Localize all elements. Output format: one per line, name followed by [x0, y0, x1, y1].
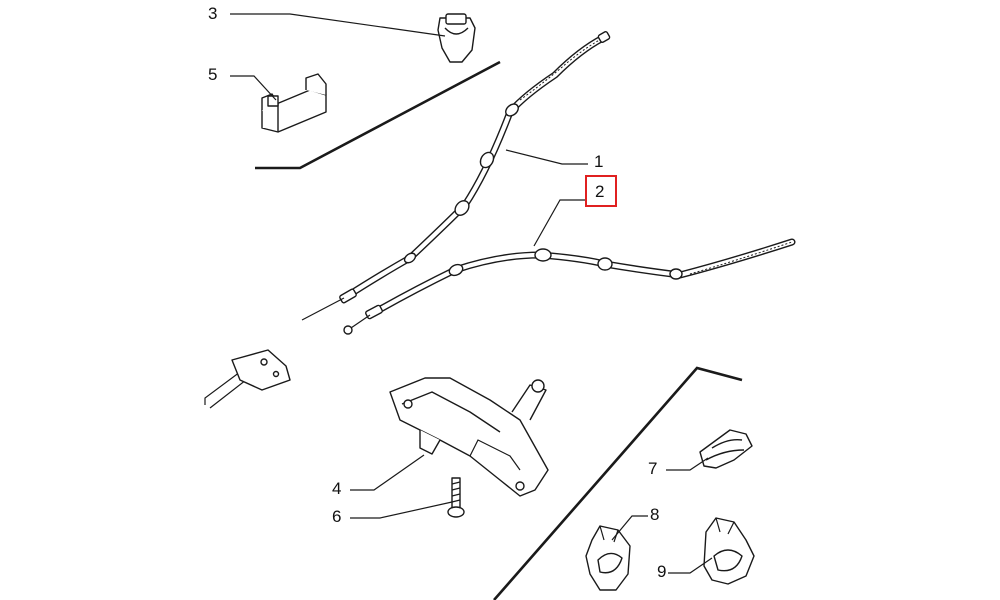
part-3-clip — [437, 13, 476, 63]
part-8-clamp — [585, 525, 631, 591]
callout-9: 9 — [657, 562, 667, 581]
part-2-cable — [343, 238, 796, 335]
leader-1 — [505, 149, 588, 165]
callout-7: 7 — [648, 459, 658, 478]
leader-8 — [611, 515, 648, 541]
part-4-bracket — [389, 377, 549, 497]
leader-4 — [350, 454, 425, 491]
divider-top-left — [255, 60, 501, 170]
leader-2 — [533, 199, 586, 247]
divider-bottom-right — [493, 366, 743, 600]
cable-end-connector — [204, 349, 291, 409]
part-7-clip — [699, 429, 753, 469]
part-5-bracket — [261, 73, 327, 133]
callout-4: 4 — [332, 479, 342, 498]
leader-7 — [666, 457, 709, 471]
leader-5 — [230, 75, 277, 101]
part-1-cable — [301, 31, 611, 321]
callout-2: 2 — [595, 182, 605, 201]
leader-3 — [230, 13, 446, 37]
callout-8: 8 — [650, 505, 660, 524]
leader-9 — [668, 557, 713, 574]
callout-1: 1 — [594, 152, 604, 171]
part-9-clamp — [703, 517, 755, 585]
callout-5: 5 — [208, 65, 218, 84]
part-6-bolt — [447, 477, 465, 518]
leader-6 — [350, 501, 453, 519]
callout-6: 6 — [332, 507, 342, 526]
highlight-box-part-2 — [585, 175, 617, 207]
callout-3: 3 — [208, 4, 218, 23]
